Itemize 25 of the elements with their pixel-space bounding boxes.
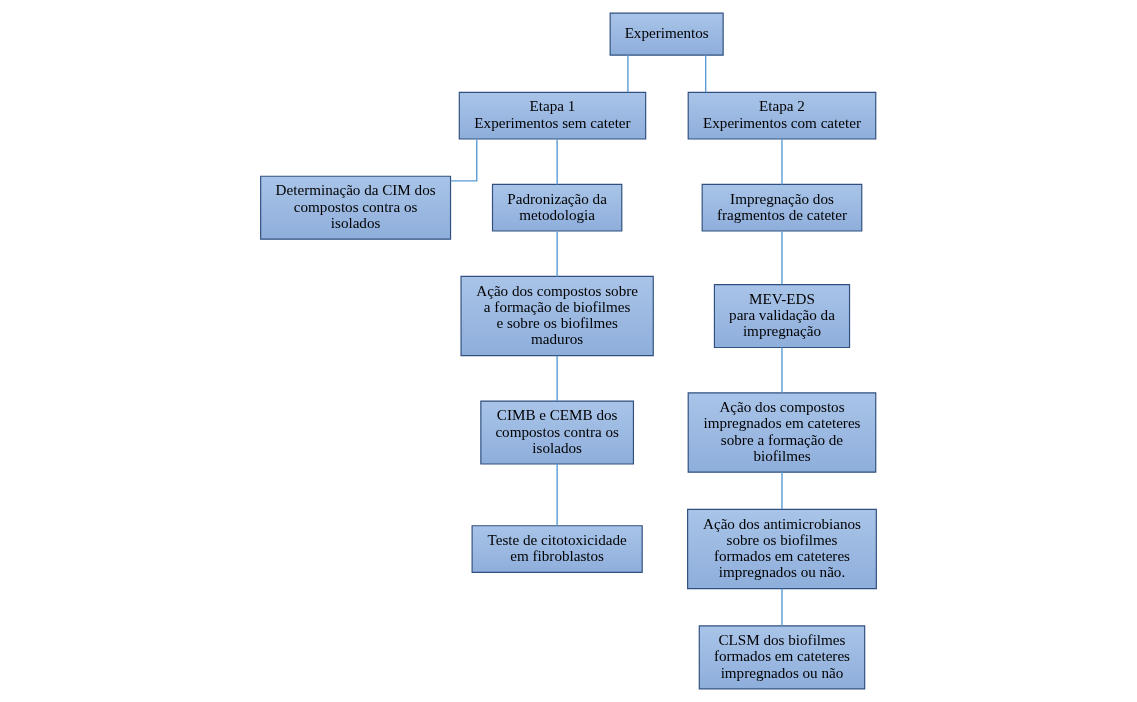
- node-box: CIMB e CEMB dos compostos contra os isolados: [480, 400, 635, 465]
- connector: [556, 230, 558, 278]
- connector: [781, 230, 783, 286]
- connector: [781, 588, 783, 627]
- connector: [556, 463, 558, 527]
- connector: [556, 355, 558, 402]
- connector: [781, 471, 783, 510]
- connector: [627, 54, 629, 93]
- connector: [781, 346, 783, 394]
- node-box: MEV-EDS para validação da impregnação: [713, 284, 851, 349]
- connector: [704, 54, 707, 93]
- node-box: Determinação da CIM dos compostos contra os isolados: [260, 175, 452, 240]
- node-box: Ação dos antimicrobianos sobre os biofilmes formados em cateteres impregnados ou não.: [687, 508, 877, 590]
- node-box: Etapa 2 Experimentos com cateter: [687, 91, 877, 140]
- node-box: Teste de citotoxicidade em fibroblastos: [471, 525, 643, 573]
- connector: [450, 138, 478, 182]
- node-box: Etapa 1 Experimentos sem cateter: [458, 91, 647, 140]
- node-box: Impregnação dos fragmentos de cateter: [701, 183, 863, 232]
- node-box: Padronização da metodologia: [491, 183, 623, 232]
- node-box: Ação dos compostos impregnados em cateteres sobre a formação de biofilmes: [687, 392, 877, 473]
- node-box: CLSM dos biofilmes formados em cateteres impregnados ou não: [698, 625, 866, 690]
- connector: [556, 138, 558, 186]
- node-box: Ação dos compostos sobre a formação de biofilmes e sobre os biofilmes maduros: [460, 275, 654, 357]
- connector: [781, 138, 783, 186]
- node-box: Experimentos: [609, 12, 724, 56]
